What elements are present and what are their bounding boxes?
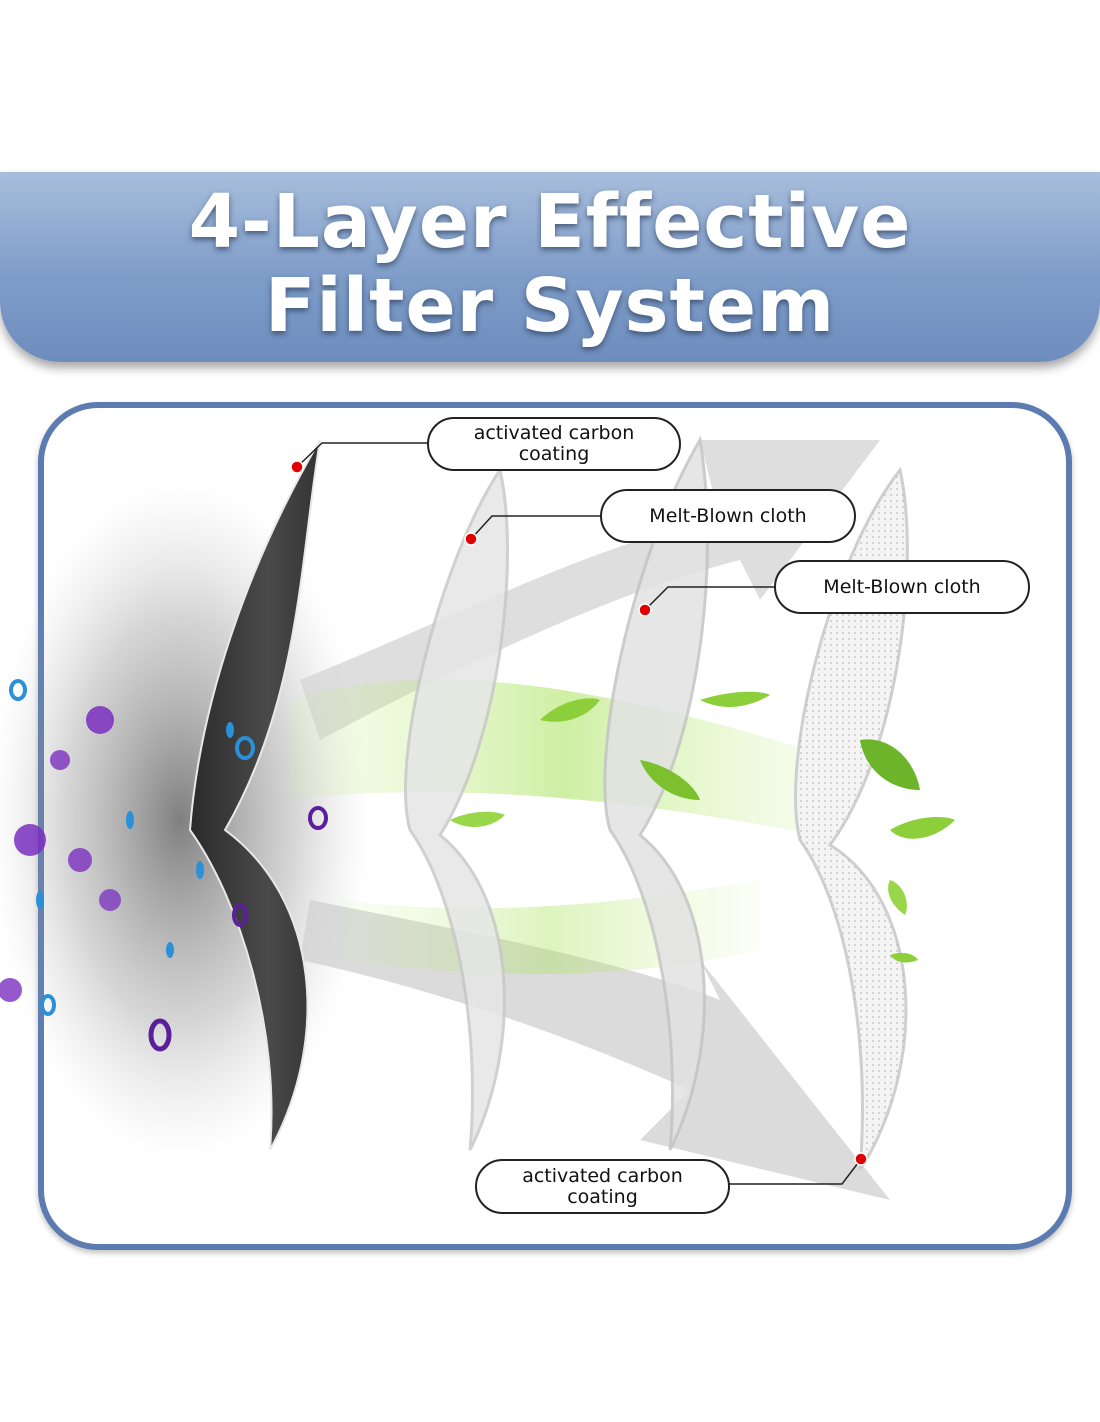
title-banner: [0, 172, 1100, 362]
filter-layer-1-carbon: [188, 439, 321, 1151]
leaf-icons: [450, 691, 955, 963]
green-airflow: [290, 679, 840, 840]
filter-layer-2: [404, 466, 509, 1151]
callout-layer-3: Melt-Blown cloth: [774, 560, 1030, 614]
page-title-line-2: Filter System: [264, 263, 836, 349]
particles: [0, 679, 328, 1052]
filter-layer-3: [603, 435, 709, 1151]
dust-cloud: [0, 480, 370, 1160]
callout-layer-1: activated carbon coating: [427, 417, 681, 471]
filter-layer-4-texture: [795, 470, 908, 1170]
airflow-arrow-bottom: [300, 900, 890, 1200]
callout-layer-2: Melt-Blown cloth: [600, 489, 856, 543]
layer-markers: [290, 460, 868, 1166]
page-title-line-1: 4-Layer Effective: [188, 179, 912, 265]
callout-layer-4: activated carbon coating: [475, 1159, 730, 1214]
callout-leaders: [296, 442, 862, 1185]
